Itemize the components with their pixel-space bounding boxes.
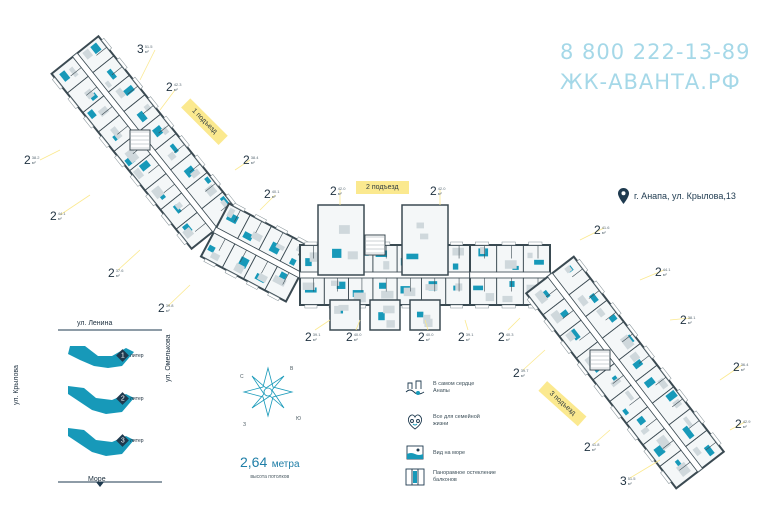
ceiling-height: 2,64 метра высота потолков bbox=[240, 454, 300, 480]
entrance-2-label: 2 подъезд bbox=[356, 181, 409, 194]
sea-view-icon bbox=[406, 445, 424, 460]
litre-number-badge: 1 bbox=[116, 349, 129, 362]
litre-number-badge: 2 bbox=[116, 392, 129, 405]
apartment-block bbox=[329, 299, 361, 331]
compass-north: С bbox=[240, 374, 244, 380]
building-wing bbox=[524, 255, 726, 490]
street-top-label: ул. Ленина bbox=[77, 320, 113, 327]
feature-family: Все для семейной жизни bbox=[404, 410, 489, 432]
location-pin-icon bbox=[618, 188, 629, 204]
city-center-icon bbox=[405, 380, 425, 395]
apartment-block bbox=[317, 204, 365, 276]
compass-rose: С В Ю З bbox=[238, 362, 302, 428]
family-icon bbox=[407, 414, 423, 430]
building-plan-body bbox=[39, 34, 746, 490]
ceiling-caption: высота потолков bbox=[250, 474, 290, 480]
litre-1-block[interactable] bbox=[68, 346, 134, 368]
website-link[interactable]: ЖК-АВАНТА.РФ bbox=[560, 70, 741, 94]
building-wing bbox=[199, 202, 316, 303]
ceiling-unit: метра bbox=[271, 459, 300, 470]
address: г. Анапа, ул. Крылова,13 bbox=[618, 188, 736, 204]
compass-south: Ю bbox=[296, 416, 302, 422]
phone-number[interactable]: 8 800 222-13-89 bbox=[560, 40, 751, 64]
feature-panoramic: Панорамное остекление балконов bbox=[404, 466, 503, 488]
ceiling-value: 2,64 bbox=[240, 454, 268, 470]
site-map bbox=[58, 329, 162, 487]
sea-label: Море bbox=[88, 476, 106, 483]
street-right-label: ул. Омелькова bbox=[165, 334, 172, 382]
litre-3-block[interactable] bbox=[68, 428, 134, 456]
compass-east: В bbox=[290, 366, 294, 372]
address-text: г. Анапа, ул. Крылова,13 bbox=[634, 191, 736, 201]
panoramic-window-icon bbox=[405, 468, 425, 486]
apartment-block bbox=[401, 204, 449, 276]
feature-sea-view: Вид на море bbox=[404, 442, 465, 464]
feature-city-center: В самом сердце Анапы bbox=[404, 377, 483, 399]
litre-number-badge: 3 bbox=[116, 434, 129, 447]
street-left-label: ул. Крылова bbox=[13, 365, 20, 405]
litre-2-block[interactable] bbox=[68, 386, 134, 414]
compass-west: З bbox=[243, 422, 247, 428]
apartment-block bbox=[369, 299, 401, 331]
compass-icon bbox=[242, 366, 294, 418]
